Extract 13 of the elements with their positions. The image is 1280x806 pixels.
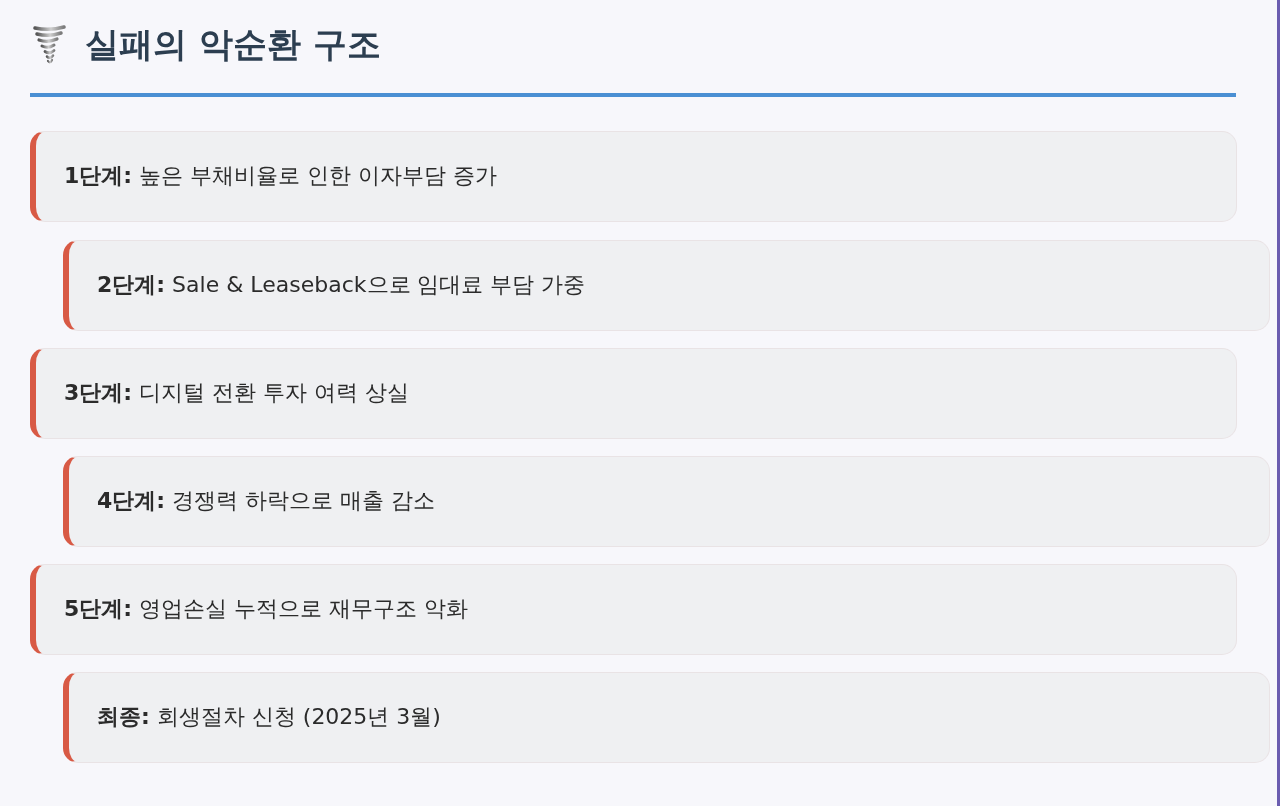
step-box xyxy=(63,672,1270,763)
step-box xyxy=(63,456,1270,547)
step-box xyxy=(63,240,1270,331)
step-text: 4단계: 경쟁력 하락으로 매출 감소 xyxy=(97,487,436,516)
step-text: 2단계: Sale & Leaseback으로 임대료 부담 가중 xyxy=(97,271,586,300)
step-text: 최종: 회생절차 신청 (2025년 3월) xyxy=(97,703,441,732)
step-text: 1단계: 높은 부채비율로 인한 이자부담 증가 xyxy=(64,162,498,191)
step-text: 5단계: 영업손실 누적으로 재무구조 악화 xyxy=(64,595,469,624)
step-text: 3단계: 디지털 전환 투자 여력 상실 xyxy=(64,379,410,408)
step-box xyxy=(30,564,1237,655)
step-box xyxy=(30,131,1237,222)
title-heading: 실패의 악순환 구조 xyxy=(85,24,381,65)
step-box xyxy=(30,348,1237,439)
